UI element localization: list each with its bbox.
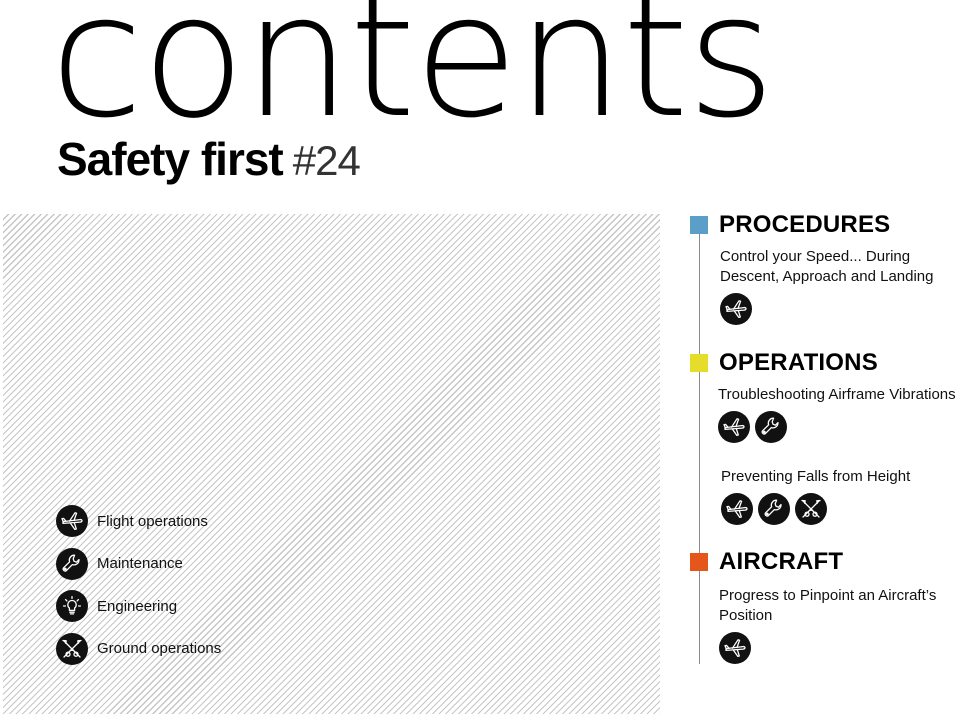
section-procedures: PROCEDURES: [690, 211, 890, 239]
wrench-icon: [56, 547, 88, 580]
article-icons: [718, 411, 973, 443]
section-header: PROCEDURES: [690, 211, 890, 239]
wrench-icon: [755, 411, 787, 443]
legend-item-maintenance: Maintenance: [56, 547, 221, 580]
article-icons: [719, 632, 964, 664]
airplane-icon: [719, 632, 751, 664]
section-color-marker: [690, 553, 708, 571]
hatched-panel: [3, 214, 660, 714]
legend-label: Flight operations: [97, 512, 208, 530]
timeline-line: [699, 227, 700, 664]
article-title[interactable]: Troubleshooting Airframe Vibrations: [718, 386, 956, 403]
icon-legend: Flight operations Maintenance Engineerin…: [56, 505, 221, 675]
section-header: OPERATIONS: [690, 349, 878, 377]
section-header: AIRCRAFT: [690, 548, 843, 576]
ground-operations-icon: [795, 493, 827, 525]
section-title: PROCEDURES: [719, 211, 891, 238]
page-title: contents: [50, 0, 775, 156]
ground-operations-icon: [56, 632, 88, 665]
article-control-your-speed[interactable]: Control your Speed... During Descent, Ap…: [720, 247, 965, 325]
airplane-icon: [720, 293, 752, 325]
legend-item-ground-operations: Ground operations: [56, 632, 222, 665]
section-color-marker: [690, 354, 708, 372]
airplane-icon: [56, 505, 88, 537]
article-icons: [720, 293, 965, 325]
article-pinpoint-position[interactable]: Progress to Pinpoint an Aircraft’s Posit…: [719, 586, 964, 664]
wrench-icon: [758, 493, 790, 525]
section-color-marker: [690, 216, 708, 234]
legend-label: Ground operations: [97, 640, 222, 657]
issue-number: #24: [292, 137, 361, 184]
section-title: AIRCRAFT: [719, 548, 844, 575]
magazine-name: Safety first: [57, 133, 284, 185]
legend-item-engineering: Engineering: [56, 590, 221, 622]
airplane-icon: [721, 493, 753, 525]
article-title[interactable]: Control your Speed... During Descent, Ap…: [720, 248, 934, 285]
section-aircraft: AIRCRAFT: [690, 548, 843, 576]
lightbulb-icon: [56, 590, 88, 622]
article-troubleshooting-vibrations[interactable]: Troubleshooting Airframe Vibrations: [718, 385, 973, 443]
publication-subtitle: Safety first#24: [57, 133, 361, 185]
legend-item-flight-operations: Flight operations: [56, 505, 221, 537]
article-preventing-falls[interactable]: Preventing Falls from Height: [721, 467, 966, 525]
article-title[interactable]: Preventing Falls from Height: [721, 468, 911, 485]
legend-label: Engineering: [97, 597, 178, 615]
airplane-icon: [718, 411, 750, 443]
legend-label: Maintenance: [97, 555, 183, 572]
section-title: OPERATIONS: [719, 349, 878, 376]
section-operations: OPERATIONS: [690, 349, 878, 377]
article-icons: [721, 493, 966, 525]
article-title[interactable]: Progress to Pinpoint an Aircraft’s Posit…: [719, 587, 937, 624]
